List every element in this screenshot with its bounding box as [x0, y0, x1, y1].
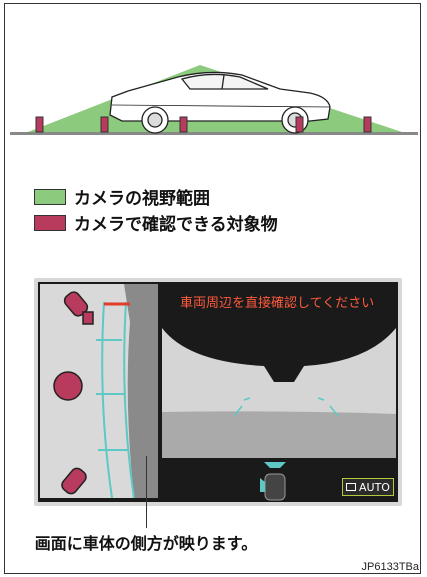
warning-message: 車両周辺を直接確認してください — [180, 296, 375, 311]
figure-code: JP6133TBa — [361, 561, 419, 573]
auto-button-label: AUTO — [359, 480, 390, 494]
legend-item-objects: カメラで確認できる対象物 — [34, 210, 278, 235]
legend-swatch-red — [34, 214, 66, 231]
car-position-icon — [260, 462, 286, 501]
auto-mode-icon — [346, 483, 357, 491]
auto-mode-button[interactable]: AUTO — [342, 478, 394, 496]
obstacle-posts — [35, 116, 372, 133]
obstacle — [82, 311, 94, 325]
car-body-side — [124, 284, 158, 498]
legend-label: カメラで確認できる対象物 — [74, 215, 278, 235]
obstacle-post — [100, 116, 109, 133]
legend-swatch-green — [34, 188, 66, 205]
figure-frame — [4, 3, 421, 574]
monitor-screen: 車両周辺を直接確認してください AUTO — [38, 282, 398, 502]
obstacle-post — [295, 116, 304, 133]
guide-lines — [96, 301, 135, 499]
legend-item-view-range: カメラの視野範囲 — [34, 184, 210, 209]
caption-text: 画面に車体の側方が映ります。 — [34, 534, 258, 553]
callout-line — [146, 456, 147, 528]
obstacle — [61, 467, 87, 495]
obstacle-post — [35, 116, 44, 133]
ground-shade — [162, 411, 396, 458]
camera-view-icon — [40, 284, 396, 501]
obstacle-post — [179, 116, 188, 133]
ground-line — [10, 132, 418, 135]
hood-shape — [162, 328, 396, 382]
camera-monitor: 車両周辺を直接確認してください AUTO — [34, 278, 402, 506]
obstacle — [53, 371, 83, 401]
front-guide-lines — [233, 397, 339, 417]
car-side-illustration — [10, 65, 418, 135]
obstacle-post — [363, 116, 372, 133]
legend-label: カメラの視野範囲 — [74, 189, 210, 209]
